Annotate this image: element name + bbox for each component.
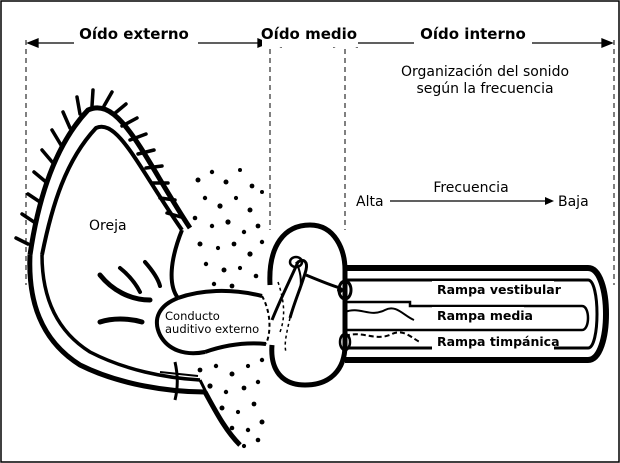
outer-ear-label: Oído externo [79,25,189,43]
scala-tympani-label: Rampa timpánica [437,334,560,349]
scala-vestibuli-label: Rampa vestibular [437,282,562,297]
middle-ear-label: Oído medio [261,25,357,43]
frequency-label: Frecuencia [433,180,508,196]
organization-line-2: según la frecuencia [416,81,553,97]
scala-media-label: Rampa media [437,308,533,323]
organization-line-1: Organización del sonido [401,64,569,80]
frequency-high-label: Alta [356,194,384,210]
frequency-arrow-head [545,197,554,205]
ear-canal-label-line-2: auditivo externo [165,322,259,336]
ear-canal-label-line-1: Conducto [165,309,220,323]
pinna-label: Oreja [89,218,127,234]
frequency-low-label: Baja [558,194,589,210]
inner-ear-label: Oído interno [420,25,526,43]
pinna [16,90,266,445]
middle-ear [262,225,345,385]
